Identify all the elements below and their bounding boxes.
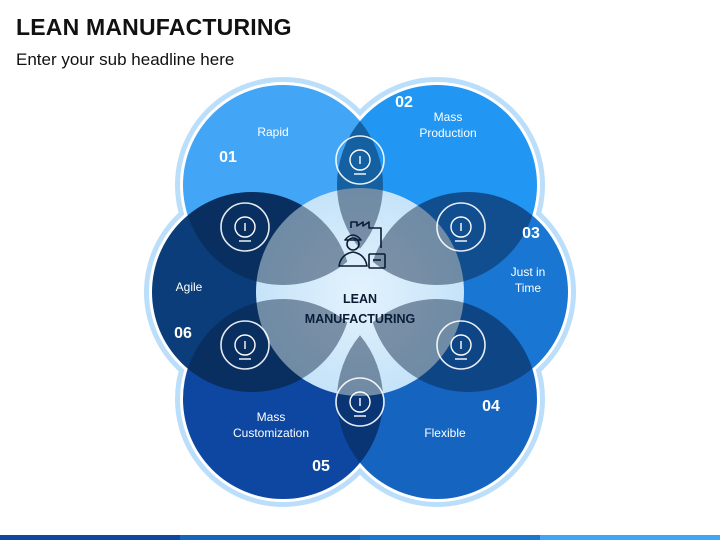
petal-label: Rapid [257, 125, 288, 139]
worker-clock-icon [436, 320, 486, 370]
factory-worker-icon [338, 221, 386, 269]
petal-label: Mass [434, 110, 463, 124]
worker-helmet [344, 234, 362, 241]
browser-cog-icon [335, 135, 385, 185]
petal-number: 03 [522, 225, 540, 242]
petal-overlaps [187, 121, 533, 463]
petal-overlap [187, 192, 348, 285]
icon-glyph [450, 216, 472, 238]
icon-glyph [349, 149, 371, 171]
petal-number: 04 [482, 398, 500, 415]
petal-label: Just in [511, 265, 546, 279]
footer-bar [0, 535, 720, 540]
petal-label: Time [515, 281, 542, 295]
icon-glyph [349, 391, 371, 413]
icon-glyph [450, 334, 472, 356]
page-subtitle: Enter your sub headline here [16, 50, 235, 69]
petal-overlap [187, 299, 348, 393]
icon-ring [436, 320, 486, 370]
icon-glyph [234, 216, 256, 238]
icon-ring [335, 377, 385, 427]
petal-number: 06 [174, 325, 192, 342]
center-title-line2: MANUFACTURING [305, 312, 415, 326]
icon-ring [220, 320, 270, 370]
icon-glyph [234, 334, 256, 356]
icon-ring [436, 202, 486, 252]
icon-ring [335, 135, 385, 185]
petal-label: Production [419, 126, 476, 140]
speedometer-gears-icon [220, 202, 270, 252]
footer-segment [180, 535, 360, 540]
petal-overlap [372, 192, 533, 285]
petal-label: Customization [233, 426, 309, 440]
icon-ring [220, 202, 270, 252]
worker-body [338, 251, 368, 267]
footer-segment [360, 535, 540, 540]
person-arrows-icon [335, 377, 385, 427]
page-title: LEAN MANUFACTURING [16, 14, 292, 40]
petal-number: 01 [219, 149, 237, 166]
idea-conveyor-icon [436, 202, 486, 252]
center-hub: LEAN MANUFACTURING [256, 188, 464, 396]
petal-number: 02 [395, 94, 413, 111]
petal-overlap [336, 121, 384, 249]
petal-label: Agile [176, 280, 203, 294]
center-title-line1: LEAN [343, 292, 377, 306]
footer-segment [0, 535, 180, 540]
petal-label: Mass [257, 410, 286, 424]
petal-number: 05 [312, 458, 330, 475]
footer-segment [540, 535, 720, 540]
worker-lock-icon [220, 320, 270, 370]
center-fill [256, 188, 464, 396]
worker-head [346, 237, 360, 251]
box-glyph [368, 253, 386, 269]
petal-label: Flexible [424, 426, 466, 440]
petal-overlap [372, 299, 533, 392]
factory-roof [350, 221, 382, 248]
